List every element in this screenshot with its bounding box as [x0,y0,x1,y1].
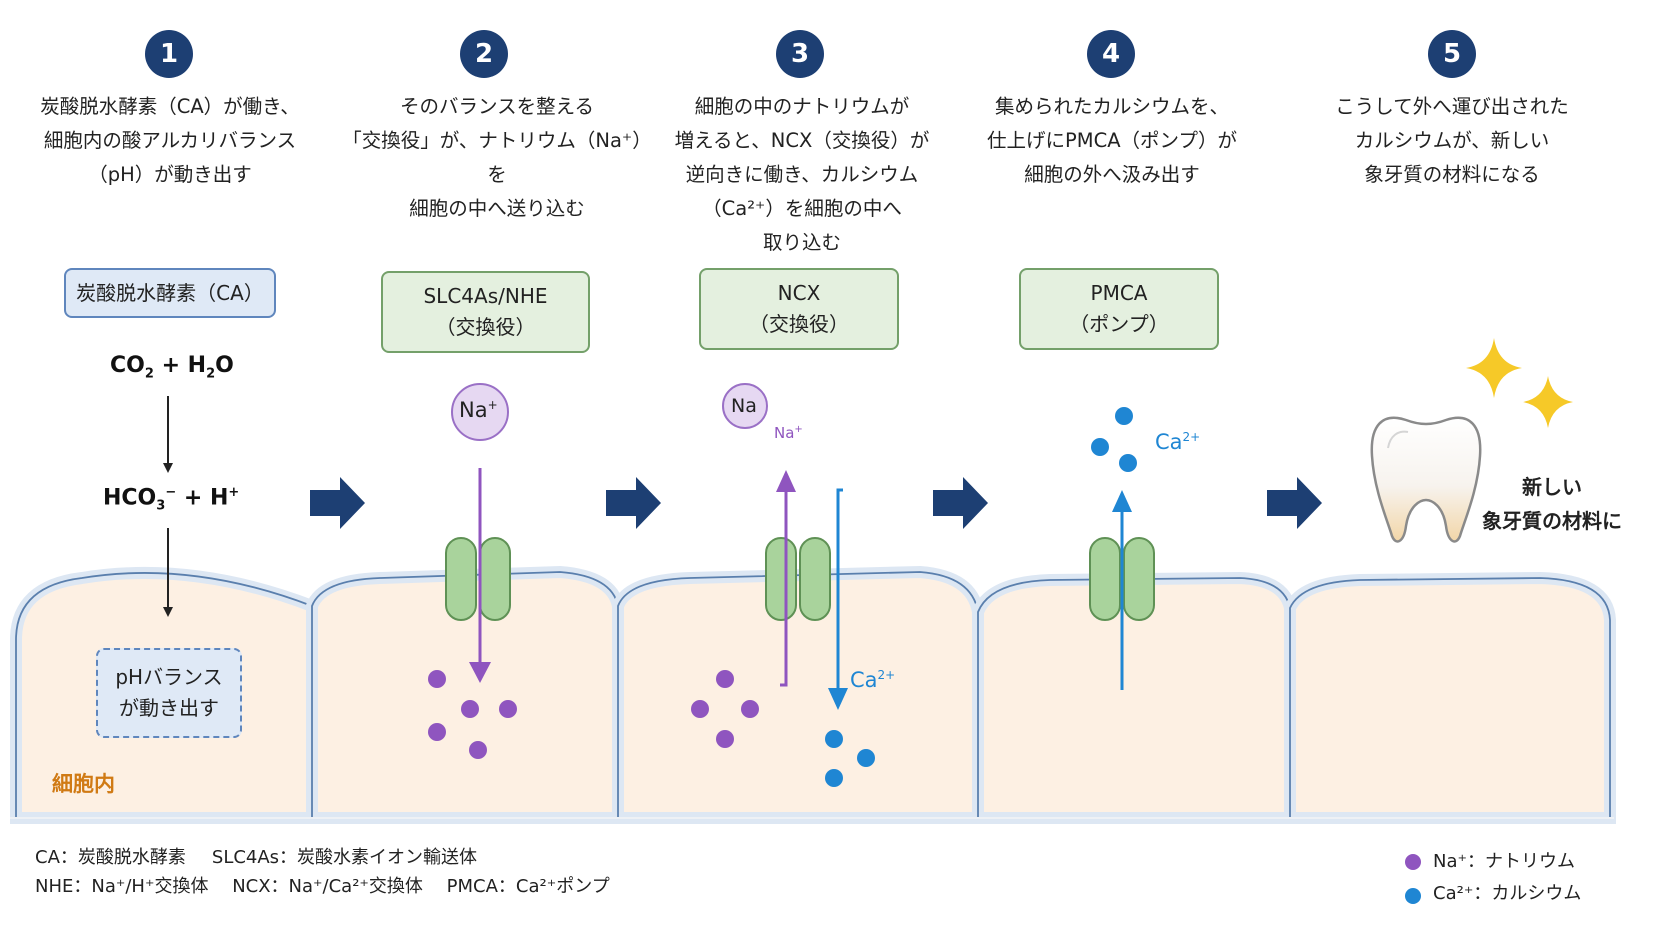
step-number-1: 1 [145,30,193,78]
pmca-role: （ポンプ） [1069,312,1169,336]
calcium-outflow-label: Ca2+ [1155,430,1201,454]
sodium-ions-step3 [691,670,759,748]
legend-calcium-dot [1405,888,1421,904]
ph-balance-line1: pHバランス [115,665,223,689]
legend-sodium: Na⁺：ナトリウム [1433,851,1575,872]
abbrev-slc4as: SLC4As：炭酸水素イオン輸送体 [211,847,478,868]
abbreviation-notes: CA：炭酸脱水酵素 SLC4As：炭酸水素イオン輸送体 NHE：Na⁺/H⁺交換体… [35,843,610,901]
ncx-role: （交換役） [749,312,849,336]
calcium-inflow-arrow [836,488,843,690]
step-caption-2: そのバランスを整える 「交換役」が、ナトリウム（Na⁺）を 細胞の中へ送り込む [342,95,652,220]
step-caption-1: 炭酸脱水酵素（CA）が働き、 細胞内の酸アルカリバランス （pH）が動き出す [40,95,300,186]
slc4as-nhe-role: （交換役） [435,315,536,339]
sodium-ion-badge-small [722,383,768,429]
step-caption-3: 細胞の中のナトリウムが 増えると、NCX（交換役）が 逆向きに働き、カルシウム … [674,95,930,254]
reaction-reactants: CO2 + H2O [110,353,234,382]
ph-balance-box: pHバランス が動き出す [96,648,242,738]
calcium-inflow-label: Ca2+ [850,668,896,692]
ph-balance-line2: が動き出す [119,696,219,720]
channel-slc4as-nhe [445,537,511,621]
pmca-label: PMCA [1090,281,1148,305]
step-arrow-1-2 [310,477,365,529]
slc4as-nhe-label: SLC4As/NHE [423,284,548,308]
ion-legend: Na⁺：ナトリウム Ca²⁺：カルシウム [1433,846,1581,910]
cell-3 [612,565,984,824]
slc4as-nhe-box: SLC4As/NHE （交換役） [381,271,590,353]
pmca-box: PMCA （ポンプ） [1019,268,1219,350]
sparkle-icon-small [1523,376,1573,428]
step-number-5: 5 [1428,30,1476,78]
sodium-ion-badge [451,383,509,441]
calcium-ions-step3 [825,730,875,787]
step-arrow-2-3 [606,477,661,529]
carbonic-anhydrase-label: 炭酸脱水酵素（CA） [76,280,264,305]
tooth-icon [1370,416,1482,543]
channel-ncx [765,537,831,621]
step-caption-5: こうして外へ運び出された カルシウムが、新しい 象牙質の材料になる [1335,95,1569,186]
ncx-box: NCX （交換役） [699,268,899,350]
sodium-badge-small-label: Na [731,395,757,417]
sodium-outflow-arrow [780,490,788,687]
step-caption-4: 集められたカルシウムを、 仕上げにPMCA（ポンプ）が 細胞の外へ汲み出す [987,95,1237,186]
step-number-4: 4 [1087,30,1135,78]
new-dentin-label: 新しい 象牙質の材料に [1482,475,1622,533]
step-number-2: 2 [460,30,508,78]
legend-sodium-dot [1405,854,1421,870]
channel-pmca [1089,537,1155,621]
sodium-outflow-label: Na+ [774,424,803,442]
ncx-label: NCX [777,281,821,305]
abbrev-ca: CA：炭酸脱水酵素 [35,847,186,868]
intracellular-label: 細胞内 [52,772,115,796]
step-number-3: 3 [776,30,824,78]
step-arrow-4-5 [1267,477,1322,529]
sodium-badge-label: Na+ [459,398,498,422]
legend-calcium: Ca²⁺：カルシウム [1433,883,1582,904]
abbrev-line2: NHE：Na⁺/H⁺交換体 NCX：Na⁺/Ca²⁺交換体 PMCA：Ca²⁺ポ… [35,876,610,897]
sparkle-icon-large [1466,338,1522,398]
carbonic-anhydrase-box: 炭酸脱水酵素（CA） [64,268,276,318]
reaction-products: HCO3− + H+ [103,485,240,514]
step-arrow-3-4 [933,477,988,529]
cell-membrane-row [10,565,1616,824]
sodium-ions-step2 [428,670,517,759]
step-arrows [310,477,1322,529]
cell-5 [1284,571,1616,824]
calcium-ions-step4 [1091,407,1137,472]
